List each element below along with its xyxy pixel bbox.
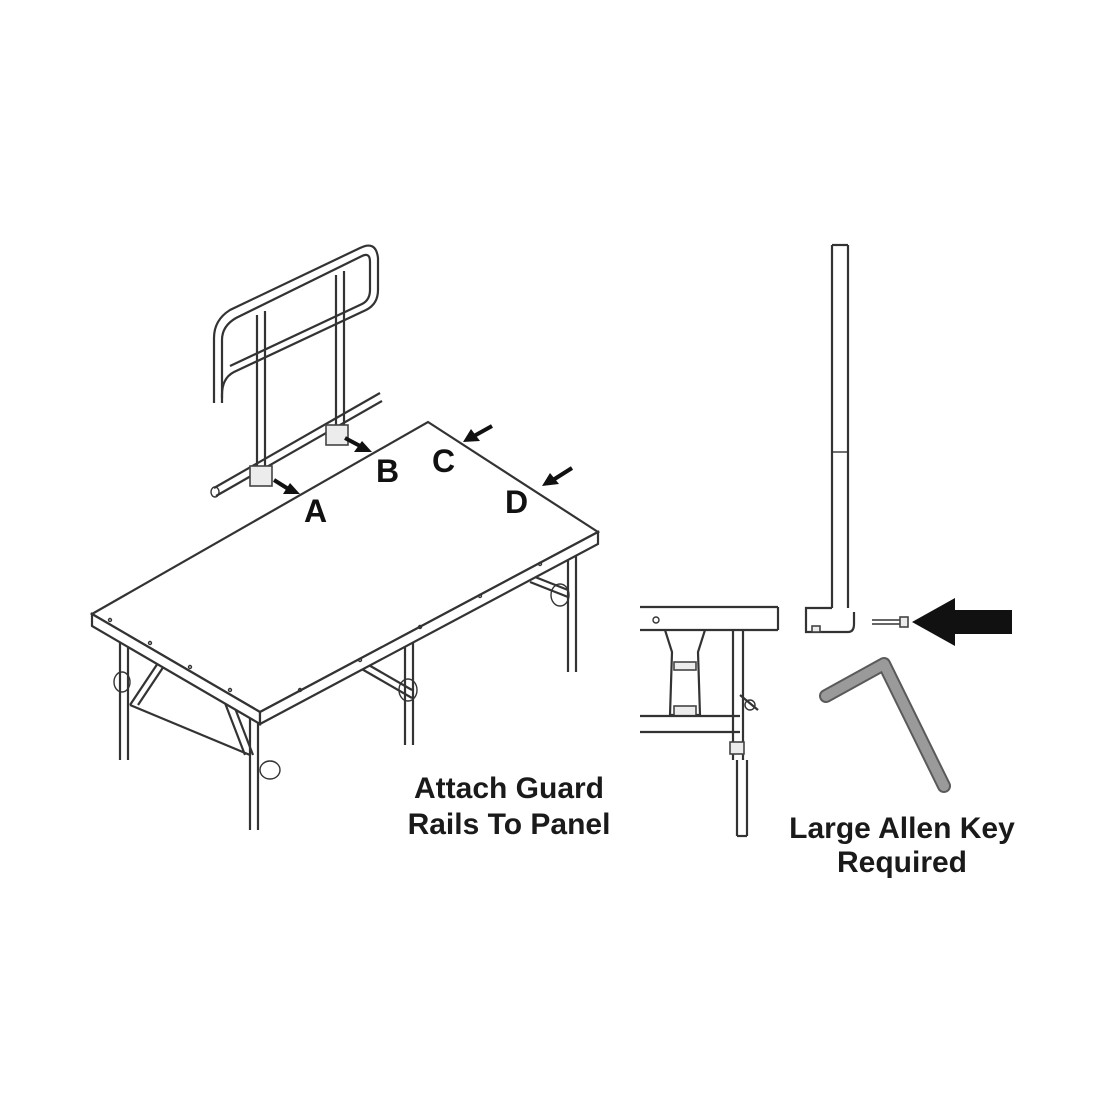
- platform-legs: [118, 548, 578, 830]
- platform-deck: [89, 420, 601, 726]
- big-arrow-left: [912, 598, 1012, 646]
- position-arrows: [272, 424, 574, 494]
- label-c: C: [432, 443, 455, 479]
- caption-attach-line1: Attach Guard: [414, 772, 604, 805]
- caption-allen-line2: Required: [837, 846, 967, 879]
- bolt: [872, 616, 909, 628]
- panel-edge-closeup: [640, 605, 780, 838]
- label-b: B: [376, 453, 399, 489]
- caption-attach-line2: Rails To Panel: [408, 808, 611, 841]
- guard-rail: [210, 244, 383, 498]
- stage-platform: A B C D: [89, 244, 601, 830]
- caption-allen-line1: Large Allen Key: [789, 812, 1015, 845]
- label-d: D: [505, 484, 528, 520]
- rail-post-detail: [804, 243, 856, 634]
- label-a: A: [304, 493, 327, 529]
- allen-key: [819, 657, 951, 793]
